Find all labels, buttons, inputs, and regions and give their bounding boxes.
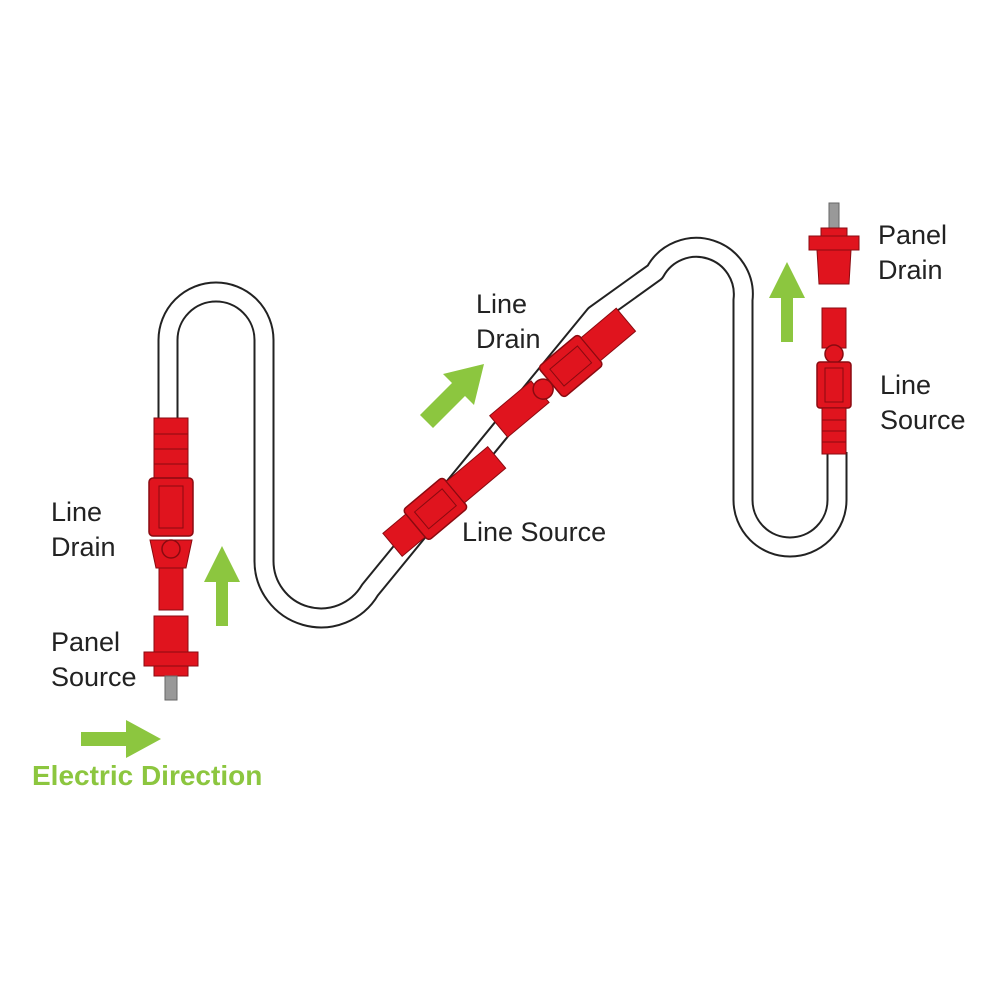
electric-direction-legend: Electric Direction	[32, 760, 263, 791]
middle-line-drain-label: Line Drain	[476, 287, 541, 357]
right-line-source-connector	[816, 307, 852, 455]
left-panel-source-connector	[143, 615, 199, 701]
middle-line-drain-label-line2: Drain	[476, 324, 541, 354]
right-line-source-label: Line Source	[880, 368, 966, 438]
left-line-drain-label: Line Drain	[51, 495, 116, 565]
right-line-source-label-line2: Source	[880, 405, 966, 435]
arrow-up-icon	[769, 262, 805, 342]
left-panel-source-label: Panel Source	[51, 625, 137, 695]
cable-fill	[159, 238, 846, 627]
middle-line-drain-label-line1: Line	[476, 289, 528, 319]
left-line-drain-label-line1: Line	[51, 497, 103, 527]
left-panel-source-label-line2: Source	[51, 662, 137, 692]
right-panel-drain-label: Panel Drain	[878, 218, 947, 288]
left-panel-source-label-line1: Panel	[51, 627, 121, 657]
thread-stud	[164, 675, 178, 701]
right-panel-drain-label-line2: Drain	[878, 255, 943, 285]
middle-line-drain-connector	[489, 307, 637, 438]
right-panel-drain-connector	[808, 202, 860, 285]
left-line-drain-connector	[148, 417, 194, 611]
middle-line-source-connector	[382, 446, 507, 558]
arrow-up-right-icon	[420, 364, 484, 428]
left-line-drain-label-line2: Drain	[51, 532, 116, 562]
middle-line-source-label: Line Source	[462, 515, 606, 550]
arrow-right-icon	[81, 720, 161, 758]
thread-stud	[828, 202, 840, 230]
cable	[157, 236, 848, 629]
middle-line-source-label-text: Line Source	[462, 517, 607, 547]
right-panel-drain-label-line1: Panel	[878, 220, 948, 250]
right-line-source-label-line1: Line	[880, 370, 932, 400]
arrow-up-icon	[204, 546, 240, 626]
